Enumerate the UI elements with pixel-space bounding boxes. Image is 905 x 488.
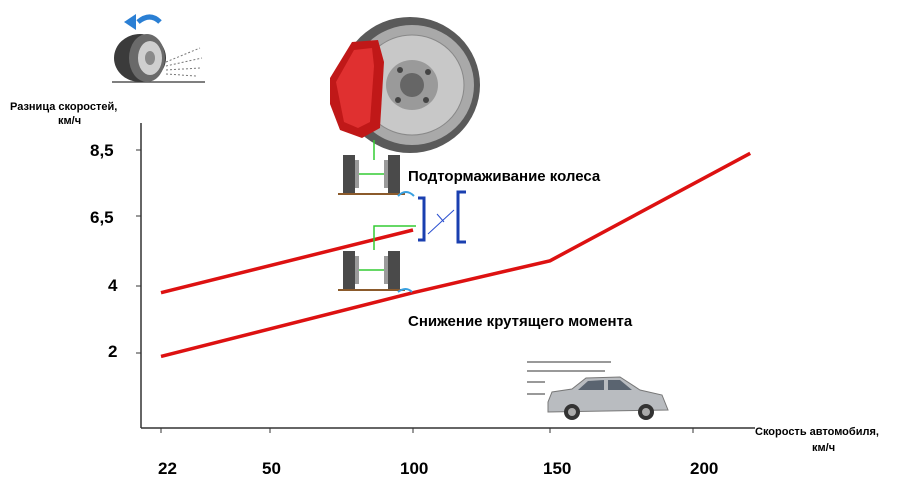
x-tick-label: 200 — [690, 459, 719, 478]
spinning-wheel-icon — [112, 14, 205, 83]
car-icon — [527, 361, 669, 420]
data-series — [160, 151, 752, 359]
series-line-lower — [160, 151, 752, 359]
y-tick-label: 2 — [108, 342, 118, 361]
y-tick-label: 6,5 — [90, 208, 114, 227]
bracket-right — [418, 196, 426, 242]
connector-lines — [373, 225, 416, 250]
x-tick-label: 100 — [400, 459, 429, 478]
x-axis-tick-marks — [160, 428, 694, 433]
wheel-pair-icon — [338, 155, 415, 197]
annotation-torque-reduction: Снижение крутящего момента — [408, 313, 633, 330]
wheel-pair-icon — [338, 251, 413, 293]
y-tick-label: 4 — [108, 276, 118, 295]
x-tick-label: 150 — [543, 459, 572, 478]
annotation-wheel-braking: Подтормаживание колеса — [408, 168, 601, 185]
y-axis-label-line1: Разница скоростей, — [10, 101, 118, 113]
x-tick-label: 22 — [158, 459, 177, 478]
brake-disc-caliper-icon — [330, 17, 480, 160]
series-line-upper — [160, 228, 414, 295]
y-axis-label-line2: км/ч — [58, 115, 82, 127]
y-axis-tick-marks — [136, 149, 141, 354]
x-tick-label: 50 — [262, 459, 281, 478]
bracket-left — [456, 190, 466, 244]
y-tick-label: 8,5 — [90, 141, 114, 160]
x-axis-label-line2: км/ч — [812, 442, 836, 454]
x-axis-label-line1: Скорость автомобиля, — [755, 426, 879, 438]
cross-connector — [427, 209, 455, 235]
